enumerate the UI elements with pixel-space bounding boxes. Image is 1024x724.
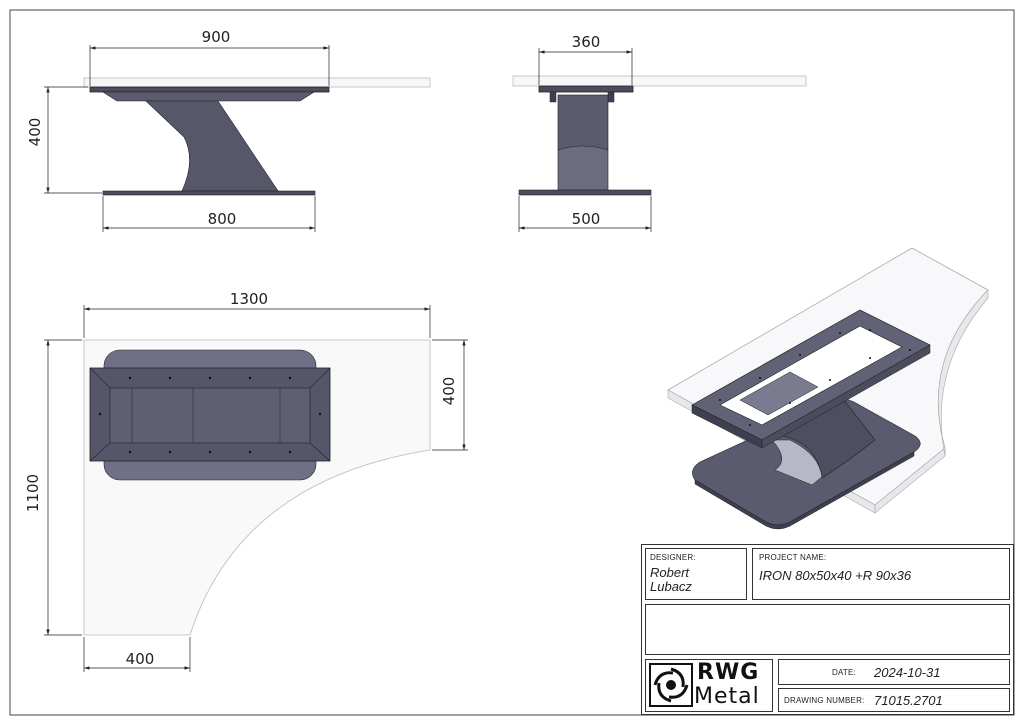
drawing-number-cell [778,688,1010,712]
plan-frame-inner [109,387,311,444]
logo-rwg: RWG [697,660,760,685]
front-tabletop-outline [83,77,431,88]
dim-plan-leg: 400 [126,650,155,668]
drawing-number-value: 71015.2701 [874,693,943,708]
isometric-view [667,247,989,530]
dim-side-base-width: 500 [572,210,601,228]
front-upper-plate [101,91,316,102]
project-label: PROJECT NAME: [759,553,827,562]
dim-front-height: 400 [26,118,44,147]
sheet-border [9,9,1015,716]
notes-cell [645,604,1010,655]
side-tabletop-outline [512,75,807,87]
dim-front-top-width: 900 [202,28,231,46]
dim-plan-depth: 400 [440,377,458,406]
side-base-plate [518,189,652,196]
side-column-curve [557,145,609,191]
side-view: 360 500 [512,33,807,232]
plan-view: 1300 1100 400 400 [24,290,468,672]
title-block [641,544,1014,715]
logo-swirl-icon [649,663,693,707]
date-label: DATE: [832,668,856,677]
side-top-frame [538,85,634,93]
front-top-frame [89,86,330,93]
side-bracket-right [607,91,615,103]
front-leg [145,100,279,192]
front-base-plate [102,190,316,196]
designer-label: DESIGNER: [650,553,696,562]
dim-plan-height: 1100 [24,474,42,512]
designer-cell [645,548,747,600]
front-view: 900 400 800 [26,28,431,232]
date-cell [778,659,1010,685]
designer-name: Robert Lubacz [650,565,692,594]
project-cell [752,548,1010,600]
dim-front-base-width: 800 [208,210,237,228]
drawing-number-label: DRAWING NUMBER: [784,696,865,705]
logo-metal: Metal [694,684,760,709]
dim-plan-width: 1300 [230,290,268,308]
date-value: 2024-10-31 [874,665,941,680]
logo-cell [645,659,773,712]
side-column [557,94,609,151]
dim-side-top-width: 360 [572,33,601,51]
side-bracket-left [549,91,557,103]
project-name: IRON 80x50x40 +R 90x36 [759,568,912,583]
